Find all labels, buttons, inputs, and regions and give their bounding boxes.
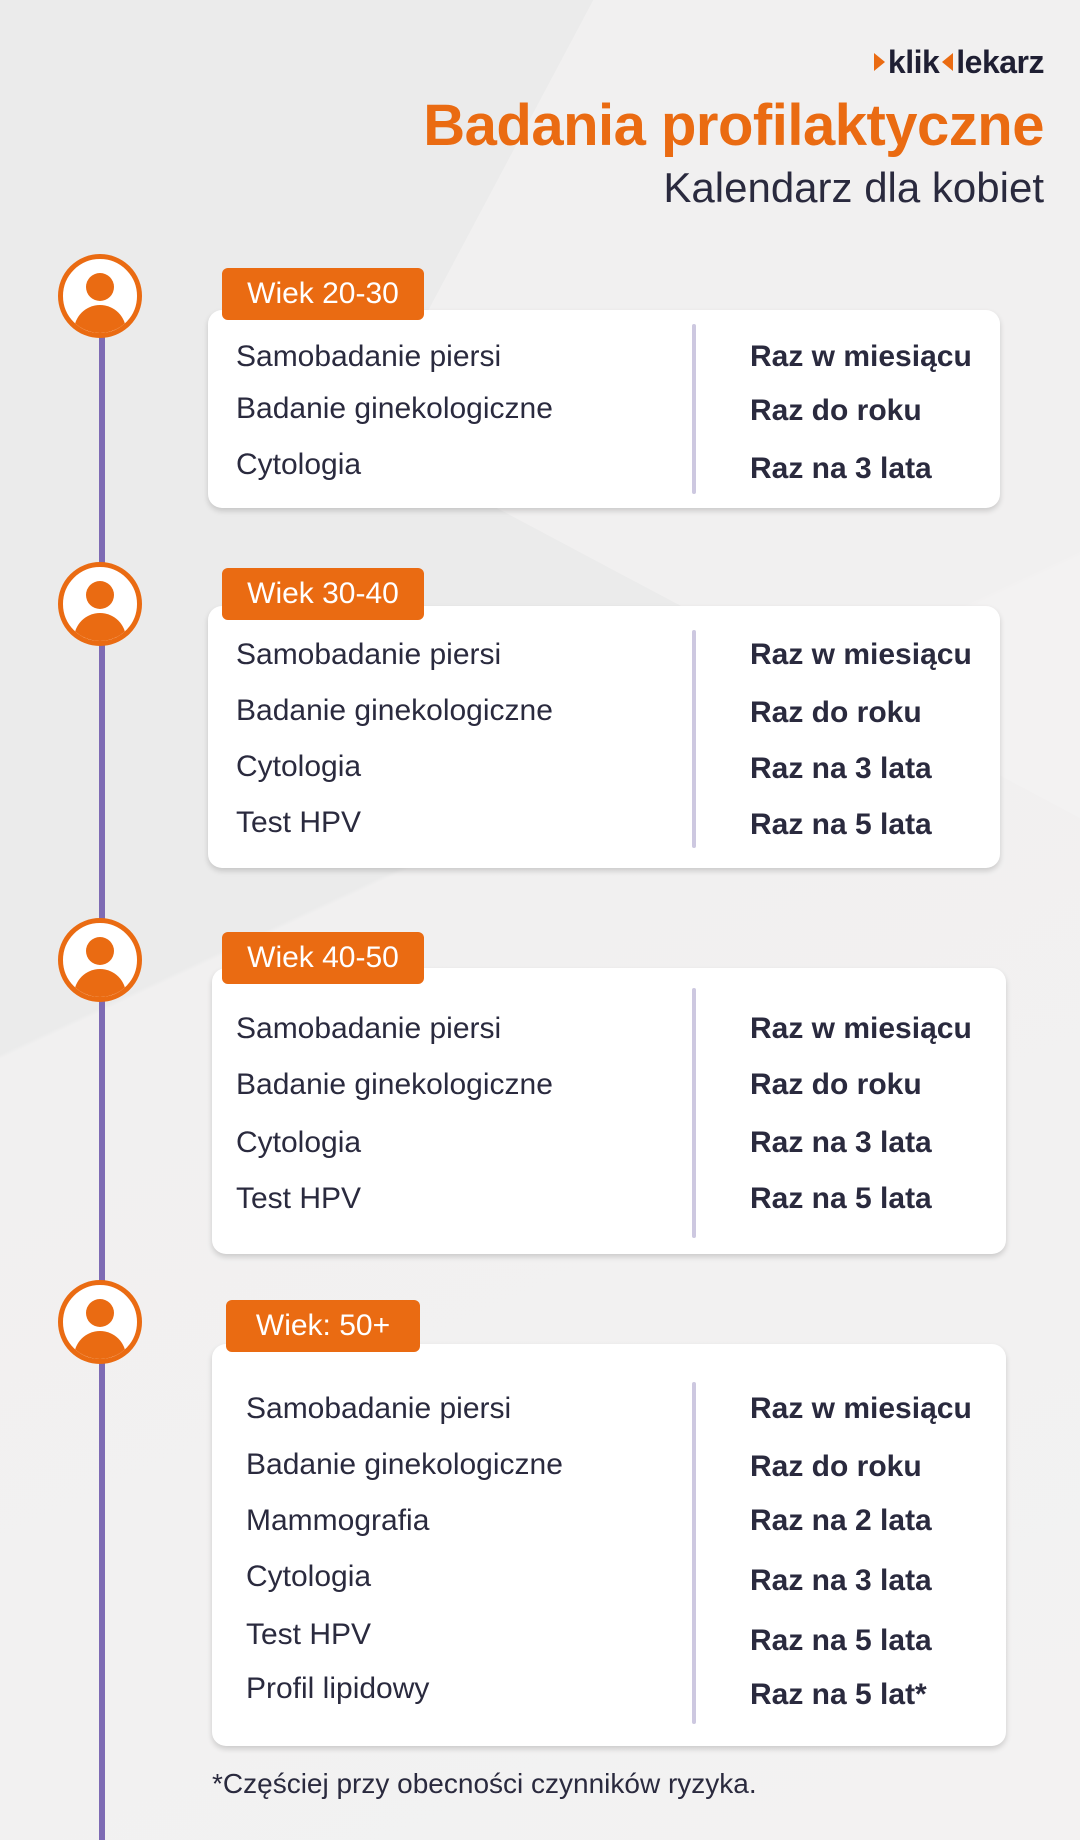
exam-frequency: Raz do roku	[750, 1450, 922, 1483]
card-divider	[692, 988, 696, 1238]
exam-label: Samobadanie piersi	[236, 340, 502, 373]
card-divider	[692, 630, 696, 848]
brand-logo: klik lekarz	[871, 44, 1044, 80]
exam-frequency: Raz na 3 lata	[750, 1564, 932, 1597]
schedule-card-40-50: Samobadanie piersi Raz w miesiącu Badani…	[212, 968, 1006, 1254]
exam-label: Test HPV	[236, 1182, 362, 1215]
exam-frequency: Raz do roku	[750, 394, 922, 427]
exam-frequency: Raz na 3 lata	[750, 452, 932, 485]
schedule-card-30-40: Samobadanie piersi Raz w miesiącu Badani…	[208, 606, 1000, 868]
exam-label: Cytologia	[246, 1560, 372, 1593]
person-icon	[58, 254, 142, 338]
exam-frequency: Raz na 2 lata	[750, 1504, 932, 1537]
exam-frequency: Raz na 5 lata	[750, 1624, 932, 1657]
footnote: *Częściej przy obecności czynników ryzyk…	[212, 1768, 757, 1799]
exam-label: Test HPV	[236, 806, 362, 839]
card-divider	[692, 324, 696, 494]
exam-label: Badanie ginekologiczne	[236, 392, 553, 425]
schedule-card-50-plus: Samobadanie piersi Raz w miesiącu Badani…	[212, 1344, 1006, 1746]
person-icon	[58, 562, 142, 646]
exam-label: Samobadanie piersi	[236, 638, 502, 671]
page-subtitle: Kalendarz dla kobiet	[663, 164, 1044, 211]
logo-arrow-right-icon	[873, 53, 885, 71]
exam-label: Samobadanie piersi	[236, 1012, 502, 1045]
exam-frequency: Raz na 3 lata	[750, 1126, 932, 1159]
timeline-line	[99, 300, 105, 1840]
exam-frequency: Raz w miesiącu	[750, 1012, 972, 1045]
exam-label: Cytologia	[236, 448, 362, 481]
exam-label: Cytologia	[236, 750, 362, 783]
exam-frequency: Raz do roku	[750, 1068, 922, 1101]
age-badge: Wiek 20-30	[222, 268, 424, 320]
exam-frequency: Raz w miesiącu	[750, 340, 972, 373]
exam-frequency: Raz na 5 lata	[750, 808, 932, 841]
exam-label: Samobadanie piersi	[246, 1392, 512, 1425]
logo-text-lekarz: lekarz	[956, 43, 1044, 80]
exam-label: Mammografia	[246, 1504, 430, 1537]
person-icon	[58, 1280, 142, 1364]
exam-frequency: Raz na 5 lata	[750, 1182, 932, 1215]
logo-text-klik: klik	[887, 43, 940, 80]
schedule-card-20-30: Samobadanie piersi Raz w miesiącu Badani…	[208, 310, 1000, 508]
exam-frequency: Raz na 3 lata	[750, 752, 932, 785]
exam-frequency: Raz w miesiącu	[750, 638, 972, 671]
exam-frequency: Raz w miesiącu	[750, 1392, 972, 1425]
exam-frequency: Raz na 5 lat*	[750, 1678, 927, 1711]
exam-label: Cytologia	[236, 1126, 362, 1159]
exam-label: Badanie ginekologiczne	[246, 1448, 563, 1481]
person-icon	[58, 918, 142, 1002]
age-badge: Wiek 30-40	[222, 568, 424, 620]
exam-label: Test HPV	[246, 1618, 372, 1651]
page-title: Badania profilaktyczne	[423, 93, 1044, 158]
exam-label: Profil lipidowy	[246, 1672, 430, 1705]
age-badge: Wiek: 50+	[226, 1300, 420, 1352]
age-badge: Wiek 40-50	[222, 932, 424, 984]
exam-frequency: Raz do roku	[750, 696, 922, 729]
exam-label: Badanie ginekologiczne	[236, 1068, 553, 1101]
card-divider	[692, 1382, 696, 1724]
logo-arrow-left-icon	[942, 53, 954, 71]
exam-label: Badanie ginekologiczne	[236, 694, 553, 727]
